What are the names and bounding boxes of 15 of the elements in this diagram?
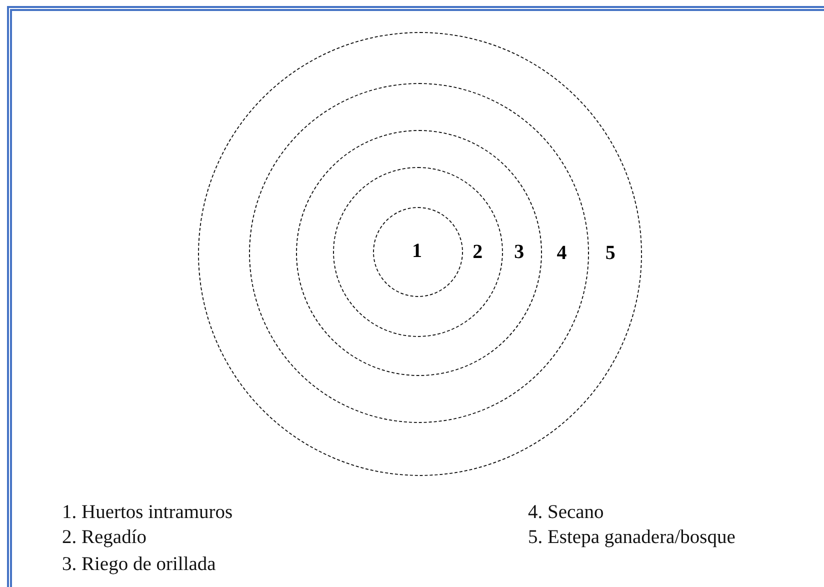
- zone-number: 3: [514, 242, 524, 262]
- zone-number: 4: [556, 242, 567, 263]
- zone-ring: [198, 32, 642, 476]
- zone-ring: [296, 130, 542, 376]
- zone-ring: [333, 167, 504, 338]
- legend-text: 1. Huertos intramuros: [62, 502, 233, 524]
- legend-text: 4. Secano: [528, 502, 604, 524]
- zone-ring: [372, 206, 463, 297]
- legend-text: 5. Estepa ganadera/bosque: [528, 527, 736, 549]
- legend-text: 3. Riego de orillada: [62, 554, 216, 576]
- zone-number: 1: [412, 240, 422, 261]
- zone-number: 5: [605, 243, 616, 264]
- legend-text: 2. Regadío: [62, 527, 146, 549]
- zone-ring: [249, 83, 590, 424]
- zone-number: 2: [472, 242, 483, 262]
